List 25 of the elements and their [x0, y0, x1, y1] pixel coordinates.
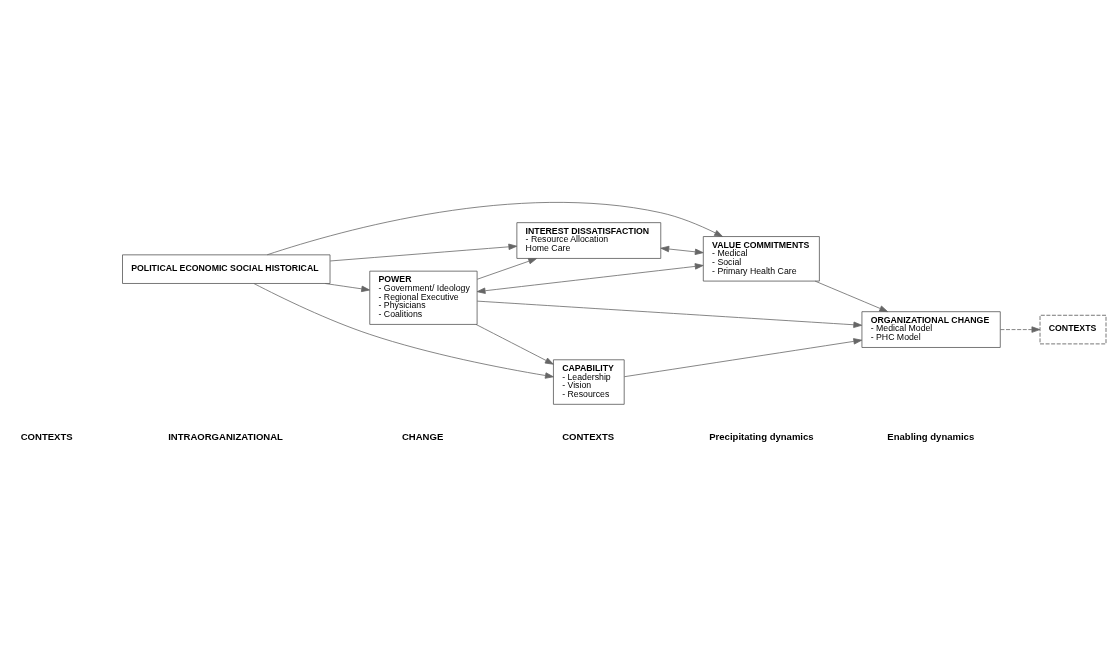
- arrow: [266, 202, 723, 256]
- arrow: [324, 283, 371, 293]
- arrow: [329, 243, 518, 262]
- arrow: [475, 324, 554, 365]
- arrow: [253, 283, 554, 379]
- label: Enabling dynamics: [887, 431, 975, 443]
- node-box: POWER - Government/ Ideology - Regional Executive - Physicians - Coalitions: [369, 270, 478, 325]
- arrow: [624, 338, 863, 378]
- arrow: [1000, 326, 1041, 333]
- arrow: [660, 245, 704, 255]
- label: INTRAORGANIZATIONAL: [168, 431, 283, 443]
- arrow: [814, 280, 889, 313]
- node-box: CONTEXTS: [1039, 314, 1107, 345]
- label: CONTEXTS: [20, 431, 73, 443]
- label: Precipitating dynamics: [709, 431, 814, 443]
- arrow: [476, 263, 704, 294]
- label: CONTEXTS: [562, 431, 615, 443]
- arrow: [476, 300, 863, 328]
- node-box: POLITICAL ECONOMIC SOCIAL HISTORICAL: [122, 254, 331, 284]
- arrow: [476, 258, 538, 280]
- node-box: CAPABILITY - Leadership - Vision - Resources: [553, 359, 625, 405]
- node-box: VALUE COMMITMENTS - Medical - Social - Primary Health Care: [702, 236, 820, 282]
- node-box: INTEREST DISSATISFACTION - Resource Allocation Home Care: [516, 222, 662, 259]
- node-box: ORGANIZATIONAL CHANGE - Medical Model - PHC Model: [861, 311, 1001, 348]
- label: CHANGE: [401, 431, 444, 443]
